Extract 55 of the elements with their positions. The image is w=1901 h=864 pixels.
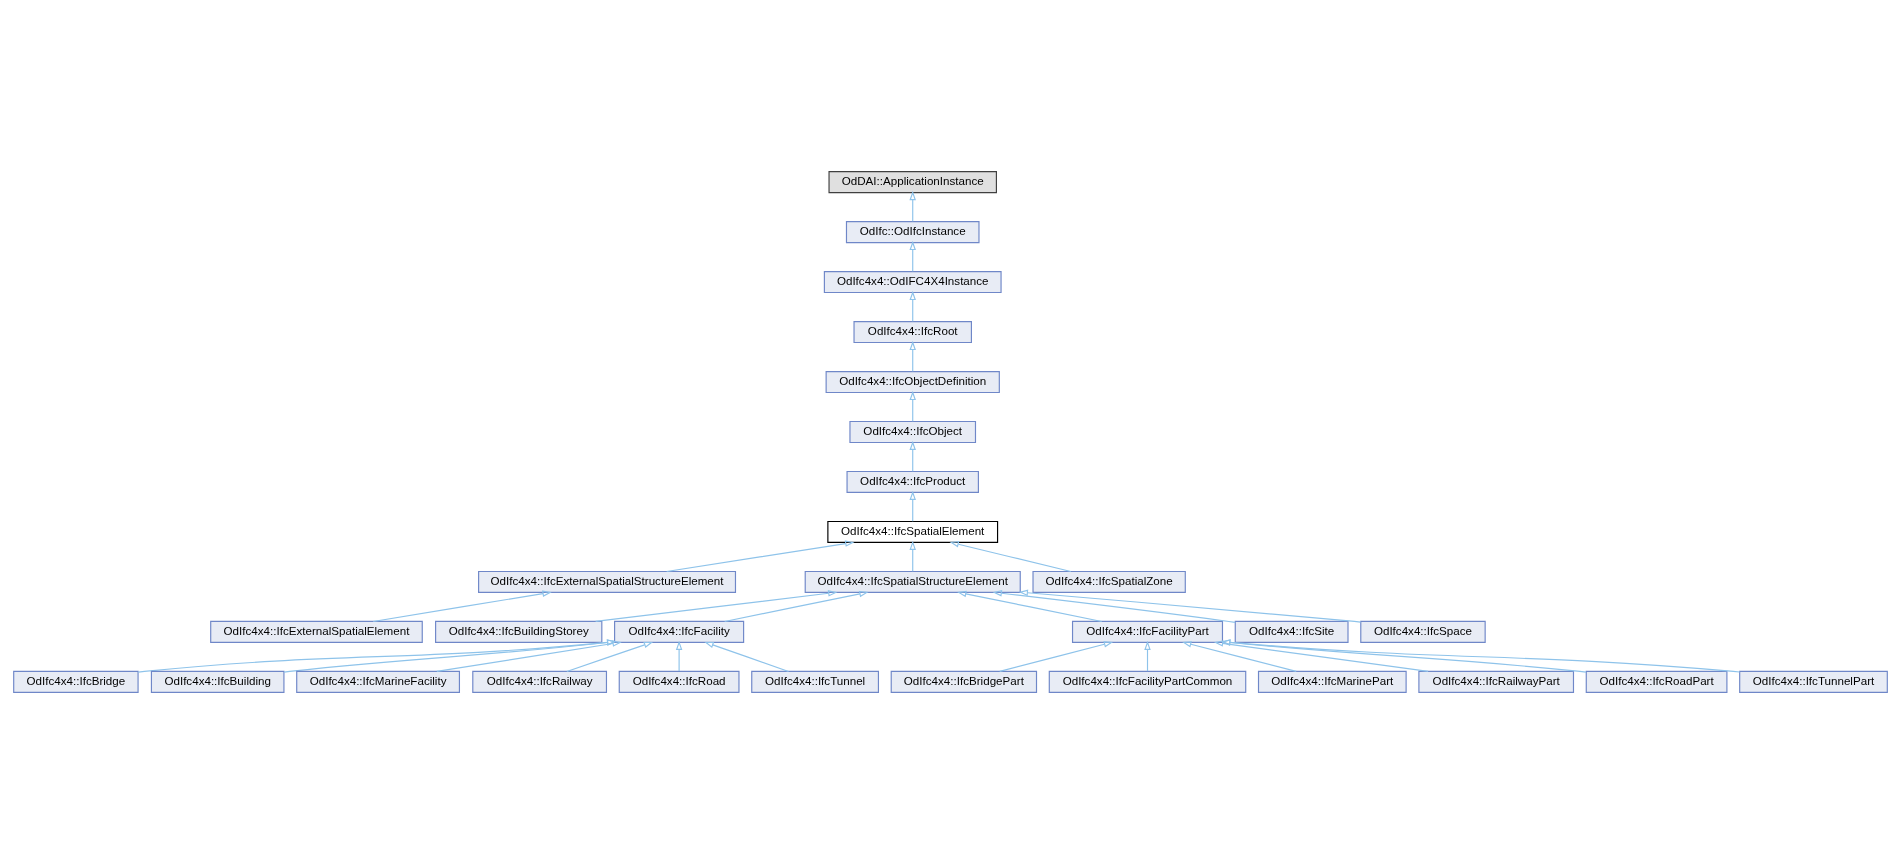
arrow [724,590,869,623]
node-box: OdIfc4x4::IfcRoot [853,321,972,344]
node-box: OdIfc4x4::IfcFacilityPart [1071,620,1224,643]
arrow [436,640,622,672]
arrow [909,290,916,322]
node-box: OdIfc4x4::IfcFacilityPartCommon [1048,670,1247,693]
node-box: OdIfc4x4::IfcRoad [618,670,740,693]
node-box: OdIfc4x4::IfcRailway [472,670,608,693]
arrow [1144,640,1151,672]
arrow [704,641,790,672]
arrow [909,240,916,272]
arrow [957,590,1103,623]
node-box: OdIfc4x4::IfcSite [1234,620,1349,643]
node-box: OdIfc4x4::IfcExternalSpatialStructureElement [478,570,737,593]
node-box: OdIfc4x4::OdIFC4X4Instance [823,271,1002,294]
arrow [909,540,916,572]
node-box: OdDAI::ApplicationInstance [828,171,997,194]
node-box: OdIfc4x4::IfcSpatialZone [1032,570,1186,593]
arrow [595,590,838,623]
node-box: OdIfc4x4::IfcProduct [846,470,979,493]
node-box: OdIfc4x4::IfcBridge [13,670,139,693]
node-box: OdIfc4x4::IfcSpatialStructureElement [804,570,1021,593]
node-box: OdIfc4x4::IfcObjectDefinition [825,371,1000,394]
arrow [372,590,552,623]
arrow [1182,641,1297,672]
node-box: OdIfc4x4::IfcMarinePart [1257,670,1407,693]
arrow [999,641,1114,672]
arrow [675,640,683,672]
node-box: OdIfc4x4::IfcSpace [1360,620,1486,643]
arrow [909,340,916,372]
arrow [909,490,916,522]
arrow [909,440,916,472]
arrow [949,541,1072,573]
arrow [566,641,654,672]
node-box: OdIfc4x4::IfcBuilding [150,670,285,693]
arrow [909,390,916,422]
arrow [1213,640,1429,672]
node-box: OdIfc4x4::IfcSpatialElement [827,520,999,543]
node-box: OdIfc4x4::IfcMarineFacility [296,670,460,693]
arrow [1018,589,1362,623]
node-box: OdIfc4x4::IfcExternalSpatialElement [210,620,423,643]
node-box: OdIfc4x4::IfcFacility [614,620,745,643]
arrow [666,540,855,573]
arrow [992,590,1236,623]
node-box: OdIfc4x4::IfcObject [849,420,977,444]
arrow [909,190,916,222]
node-box: OdIfc4x4::IfcTunnel [751,670,880,693]
node-box: OdIfc4x4::IfcRoadPart [1585,670,1728,693]
arrow [1221,639,1741,673]
node-box: OdIfc::OdIfcInstance [845,221,980,244]
node-box: OdIfc4x4::IfcTunnelPart [1739,670,1888,693]
node-box: OdIfc4x4::IfcBuildingStorey [435,620,603,643]
node-box: OdIfc4x4::IfcRailwayPart [1418,670,1575,693]
node-box: OdIfc4x4::IfcBridgePart [890,670,1038,693]
arrow [1221,639,1587,673]
